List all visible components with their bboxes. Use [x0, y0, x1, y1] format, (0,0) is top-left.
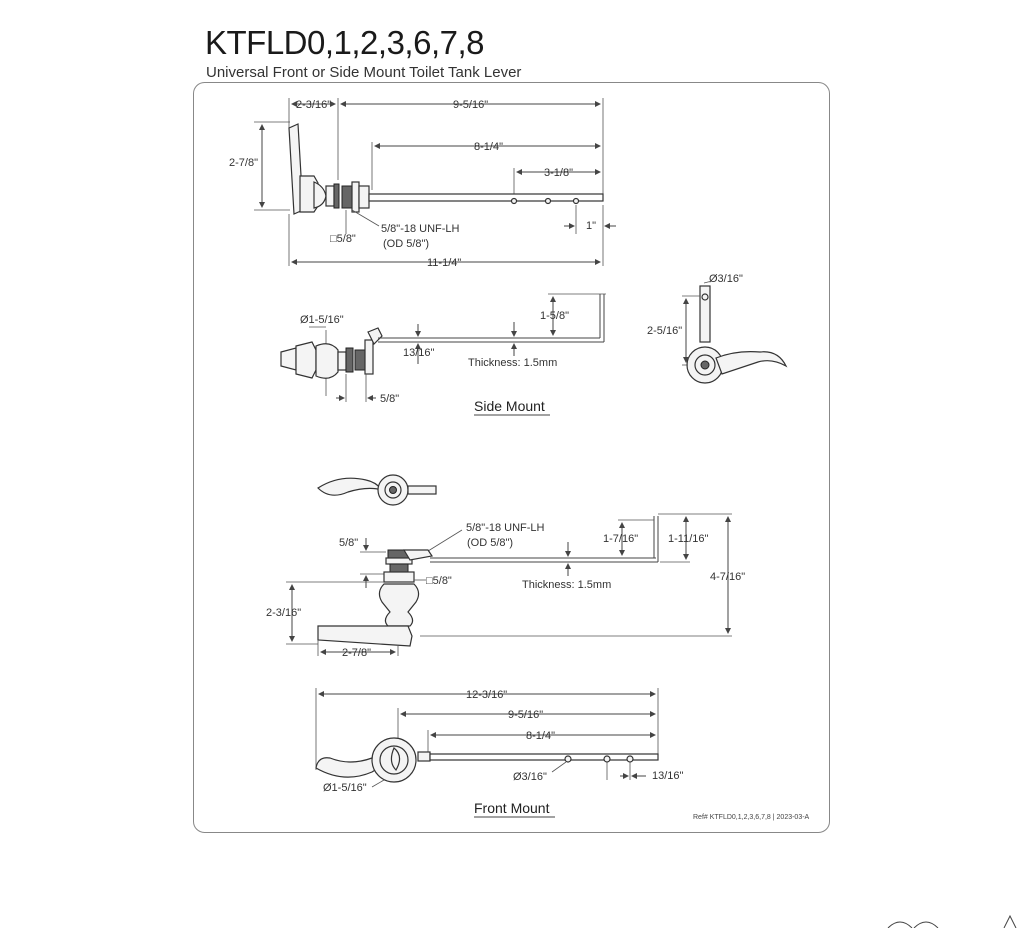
drawing-frame — [193, 82, 830, 833]
dim-side-diameter: Ø1-5/16" — [300, 314, 344, 326]
bottom-dim-hole-diameter: Ø3/16" — [513, 771, 547, 783]
dim-side-thickness: Thickness: 1.5mm — [468, 357, 557, 369]
bottom-dim-overall-length: 12-3/16" — [466, 689, 507, 701]
front-callout-thread: 5/8"-18 UNF-LH — [466, 522, 545, 534]
front-callout-thread-od: (OD 5/8") — [467, 537, 513, 549]
dim-arm-length: 8-1/4" — [474, 141, 503, 153]
dim-side-nut: 5/8" — [380, 393, 399, 405]
bottom-dim-hole-spacing: 13/16" — [652, 770, 684, 782]
cropped-artifact — [887, 914, 1017, 928]
callout-thread-od: (OD 5/8") — [383, 238, 429, 250]
bottom-view: 12-3/16" 9-5/16" 8-1/4" Ø3/16" 13/16" Ø1… — [315, 688, 810, 821]
front-dim-drop-a: 1-7/16" — [603, 533, 638, 545]
top-view: 2-3/16" 9-5/16" 2-7/8" 8-1/4" 3-1/8" — [229, 98, 616, 269]
bottom-dim-rosette-diameter: Ø1-5/16" — [323, 782, 367, 794]
callout-square: □5/8" — [330, 233, 356, 245]
dim-side-drop: 1-5/8" — [540, 310, 569, 322]
dim-handle-offset: 2-3/16" — [296, 99, 331, 111]
dim-total-length: 11-1/4" — [427, 257, 461, 269]
callout-thread: 5/8"-18 UNF-LH — [381, 223, 460, 235]
reference-note: Ref# KTFLD0,1,2,3,6,7,8 | 2023-03-A — [693, 814, 810, 821]
bottom-dim-length-b: 9-5/16" — [508, 709, 543, 721]
dim-handle-height: 2-7/8" — [229, 157, 258, 169]
front-dim-thickness: Thickness: 1.5mm — [522, 579, 611, 591]
label-side-mount: Side Mount — [474, 398, 545, 414]
side-view: Ø1-5/16" 1-5/8" 13/16" Thickness: 1.5mm — [280, 293, 606, 416]
dim-hole-offset: 1" — [586, 220, 596, 232]
front-dim-nut: 5/8" — [339, 537, 358, 549]
front-callout-square: □5/8" — [426, 575, 452, 587]
front-dim-handle-length: 2-7/8" — [342, 647, 371, 659]
dim-overall-length: 9-5/16" — [453, 99, 488, 111]
page-subtitle: Universal Front or Side Mount Toilet Tan… — [206, 64, 522, 81]
bottom-dim-arm-length: 8-1/4" — [526, 730, 555, 742]
label-front-mount: Front Mount — [474, 800, 550, 816]
dim-end-hole-diameter: Ø3/16" — [709, 273, 743, 285]
front-dim-total-height: 4-7/16" — [710, 571, 745, 583]
end-view: Ø3/16" 2-5/16" — [647, 273, 788, 384]
dim-end-height: 2-5/16" — [647, 325, 682, 337]
front-dim-drop-b: 1-11/16" — [668, 533, 708, 545]
front-dim-handle-height: 2-3/16" — [266, 607, 301, 619]
page-title: KTFLD0,1,2,3,6,7,8 — [205, 24, 485, 61]
dim-side-arm-depth: 13/16" — [403, 347, 435, 359]
dim-hole-span: 3-1/8" — [544, 167, 573, 179]
front-view: 5/8"-18 UNF-LH (OD 5/8") 5/8" □5/8" 1-7/… — [266, 474, 745, 659]
